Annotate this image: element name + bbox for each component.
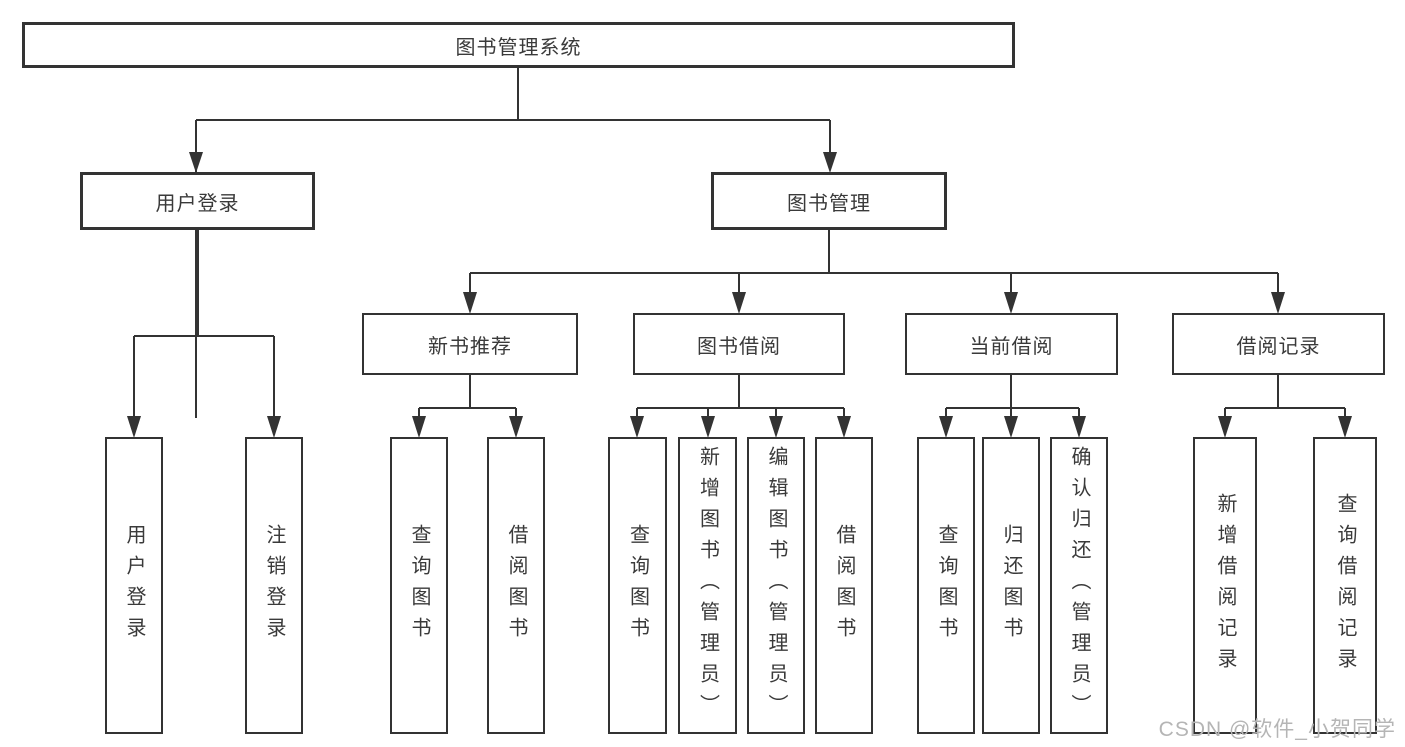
arrowhead [189,152,203,173]
node-user-login: 用户登录 [80,172,315,230]
arrowhead [701,416,715,438]
arrowhead [1271,292,1285,314]
node-label: 借阅记录 [1236,335,1321,358]
node-label: 当前借阅 [969,335,1054,358]
arrowhead [1218,416,1232,438]
node-label: 新书推荐 [428,335,512,358]
leaf-edit-books-admin: 编辑图书（管理员） [747,437,805,734]
node-label: 图书借阅 [697,335,781,358]
connector-root-to-level2 [195,68,831,418]
arrowhead [1004,292,1018,314]
leaf-logout: 注销登录 [245,437,303,734]
csdn-watermark: CSDN @软件_小贺同学 [1158,718,1396,741]
leaf-return-books: 归还图书 [982,437,1040,734]
node-label: 图书管理系统 [455,36,582,59]
arrowhead [1072,416,1086,438]
arrowhead [939,416,953,438]
connector-bookmgmt-branch [469,230,1279,294]
connector-newbook-branch [418,375,517,420]
leaf-query-books-recommend: 查询图书 [390,437,448,734]
leaf-query-books-current: 查询图书 [917,437,975,734]
arrowhead [837,416,851,438]
leaf-label: 查询借阅记录 [1334,492,1356,679]
node-borrowing-records: 借阅记录 [1172,313,1385,375]
node-new-book-recommend: 新书推荐 [362,313,578,375]
node-label: 图书管理 [787,192,871,215]
arrowhead [509,416,523,438]
arrowhead [732,292,746,314]
leaf-label: 借阅图书 [505,523,527,648]
leaf-user-login: 用户登录 [105,437,163,734]
leaf-label: 用户登录 [123,523,145,648]
leaf-label: 借阅图书 [833,523,855,648]
connector-currentborrow-branch [945,375,1080,420]
connector-bookborrow-branch [636,375,845,420]
leaf-confirm-return-admin: 确认归还（管理员） [1050,437,1108,734]
leaf-add-books-admin: 新增图书（管理员） [678,437,737,734]
node-library-system: 图书管理系统 [22,22,1015,68]
arrowhead [1338,416,1352,438]
leaf-add-borrow-record: 新增借阅记录 [1193,437,1257,734]
arrowhead [267,416,281,438]
arrowhead [412,416,426,438]
leaf-label: 查询图书 [626,523,649,648]
connector-borrowrecords-branch [1224,375,1346,420]
arrowhead [1004,416,1018,438]
leaf-query-books-borrow: 查询图书 [608,437,667,734]
leaf-label: 编辑图书（管理员） [765,446,787,725]
node-book-borrowing: 图书借阅 [633,313,845,375]
node-current-borrowing: 当前借阅 [905,313,1118,375]
leaf-label: 归还图书 [1000,523,1022,648]
leaf-borrow-books: 借阅图书 [815,437,873,734]
connector-userlogin-branch [133,230,275,418]
leaf-label: 确认归还（管理员） [1068,446,1090,725]
arrowhead [630,416,644,438]
node-book-management: 图书管理 [711,172,947,230]
arrowhead [127,416,141,438]
leaf-label: 新增借阅记录 [1214,492,1236,679]
arrowhead [463,292,477,314]
leaf-label: 新增图书（管理员） [696,446,719,725]
leaf-query-borrow-record: 查询借阅记录 [1313,437,1377,734]
leaf-borrow-books-recommend: 借阅图书 [487,437,545,734]
node-label: 用户登录 [155,192,240,215]
leaf-label: 查询图书 [935,523,957,648]
leaf-label: 查询图书 [408,523,430,648]
leaf-label: 注销登录 [263,523,285,648]
arrowhead [769,416,783,438]
arrowhead [823,152,837,173]
